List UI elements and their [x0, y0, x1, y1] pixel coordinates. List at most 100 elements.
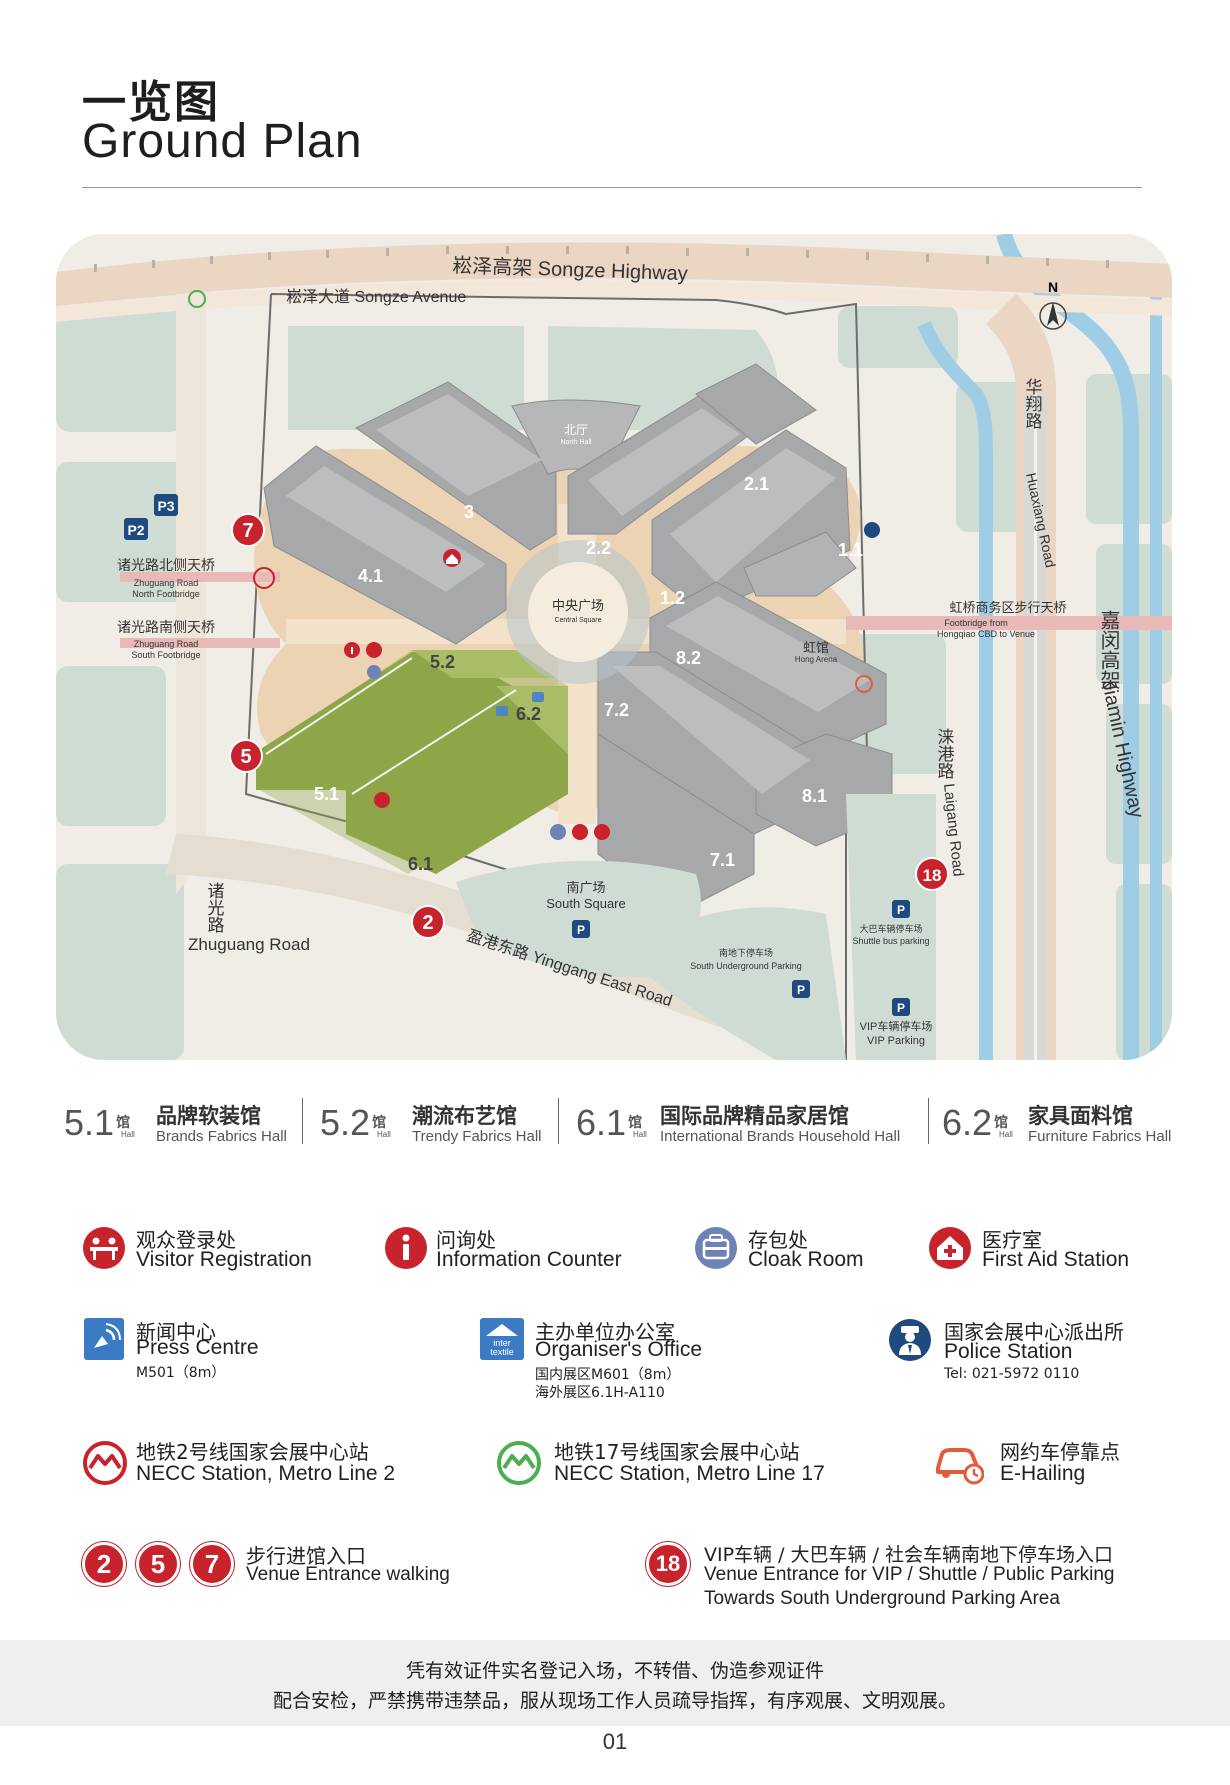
- svg-text:textile: textile: [490, 1347, 514, 1357]
- hall-2-1-top: [695, 363, 817, 445]
- ground-plan-map[interactable]: 崧泽高架 Songze Highway 崧泽大道 Songze Avenue H…: [56, 234, 1172, 1060]
- visitor-registration-icon: [83, 1227, 125, 1269]
- hall-legend: 5.1 馆 Hall 品牌软装馆 Brands Fabrics Hall 5.2…: [56, 1096, 1196, 1148]
- label-zhuguang-en: Zhuguang Road: [188, 935, 310, 954]
- cloak-room-icon: [695, 1227, 737, 1269]
- map-facility-icons: [188, 290, 880, 840]
- label-east-fb-cn: 虹桥商务区步行天桥: [949, 600, 1066, 615]
- hall-label-7-1: 7.1: [710, 850, 735, 870]
- label-laigang-cn: 涞港路: [935, 728, 955, 779]
- south-footbridge: [120, 638, 280, 648]
- svg-text:South Square: South Square: [546, 896, 626, 911]
- ehailing-icon: [855, 675, 873, 693]
- label-songze-avenue: 崧泽大道 Songze Avenue: [286, 288, 466, 306]
- hall-label-3: 3: [464, 502, 474, 522]
- hall-5-1: [256, 652, 512, 790]
- metro2-icon: [253, 567, 275, 589]
- parking-p2: P2: [127, 522, 144, 538]
- visitor-reg-icon: [366, 642, 382, 658]
- hall-label-8-2: 8.2: [676, 648, 701, 668]
- label-zhuguang-cn: 诸光路: [205, 882, 225, 933]
- svg-text:Shuttle bus parking: Shuttle bus parking: [852, 936, 929, 946]
- info-icon-2: [572, 824, 588, 840]
- visitor-reg-icon-2: [374, 792, 390, 808]
- visitor-notice: 凭有效证件实名登记入场，不转借、伪造参观证件 配合安检，严禁携带违禁品，服从现场…: [0, 1640, 1230, 1726]
- page-number: 01: [602, 1729, 628, 1754]
- label-hong-arena-cn: 虹馆: [803, 640, 829, 655]
- label-vip-parking-cn: VIP车辆停车场: [860, 1019, 933, 1033]
- svg-text:VIP Parking: VIP Parking: [867, 1035, 925, 1047]
- entrance-badge-18: 18: [646, 1542, 690, 1586]
- page-title-en: Ground Plan: [82, 115, 363, 168]
- label-bus-parking-cn: 大巴车辆停车场: [859, 923, 922, 934]
- press-icon: [496, 706, 508, 716]
- north-footbridge: [120, 572, 280, 582]
- label-south-fb-cn: 诸光路南侧天桥: [117, 619, 215, 635]
- page-title-cn: 一览图: [82, 77, 220, 128]
- organiser-icon: [532, 692, 544, 702]
- svg-text:North Hall: North Hall: [560, 439, 592, 446]
- police-icon: [864, 522, 880, 538]
- hall-5-2: [412, 650, 556, 678]
- organiser-office-icon: inter textile: [480, 1318, 524, 1360]
- highway-pylons: [94, 246, 1109, 272]
- metro-line-2-icon: [83, 1441, 127, 1485]
- parking-south: P: [577, 923, 585, 937]
- hall-labels: 3 4.1 2.2 2.1 1.1 1.2 5.2 8.2 6.2 7.2 5.…: [314, 474, 863, 874]
- e-hailing-icon: [936, 1448, 984, 1485]
- hall-label-5-1: 5.1: [314, 784, 339, 804]
- hall-label-2-1: 2.1: [744, 474, 769, 494]
- cloak-icon: [367, 665, 381, 679]
- label-huaxiang-cn: 华翔路: [1023, 378, 1043, 429]
- label-central-square-cn: 中央广场: [552, 598, 604, 613]
- entrance-2: 2: [422, 912, 433, 934]
- highlighted-halls: [256, 650, 568, 874]
- svg-text:Central Square: Central Square: [554, 617, 601, 624]
- parking-markers: P3 P2 P P P P: [124, 494, 910, 1016]
- metro17-icon: [188, 290, 206, 308]
- hall-label-8-1: 8.1: [802, 786, 827, 806]
- police-station-icon: [889, 1319, 931, 1361]
- svg-text:Footbridge from: Footbridge from: [944, 618, 1008, 628]
- hall-label-1-1: 1.1: [838, 540, 863, 560]
- hall-6-1: [346, 686, 568, 874]
- svg-text:South Underground Parking: South Underground Parking: [690, 961, 802, 971]
- cloak-icon-2: [550, 824, 566, 840]
- yinggang-road: [166, 834, 836, 1060]
- entrance-badge-7: 7: [190, 1542, 234, 1586]
- entrance-badge-5: 5: [136, 1542, 180, 1586]
- svg-text:Hongqiao CBD to Venue: Hongqiao CBD to Venue: [937, 629, 1035, 639]
- label-north-fb-cn: 诸光路北侧天桥: [117, 557, 215, 573]
- central-square: [506, 540, 650, 684]
- songze-highway-road: [56, 242, 1172, 306]
- hall-6-2: [496, 686, 568, 754]
- map-svg: 崧泽高架 Songze Highway 崧泽大道 Songze Avenue H…: [56, 234, 1172, 1060]
- svg-text:North Footbridge: North Footbridge: [132, 589, 200, 599]
- title-divider: [82, 187, 1142, 188]
- east-footbridge: [846, 616, 1172, 630]
- hall-label-2-2: 2.2: [586, 538, 611, 558]
- parking-bus: P: [897, 903, 905, 917]
- svg-text:N: N: [1048, 279, 1058, 295]
- entrance-markers: 7 5 2 18: [229, 513, 949, 939]
- label-north-hall-cn: 北厅: [564, 423, 588, 437]
- notice-line-2: 配合安检，严禁携带违禁品，服从现场工作人员疏导指挥，有序观展、文明观展。: [272, 1690, 957, 1712]
- notice-line-1: 凭有效证件实名登记入场，不转借、伪造参观证件: [405, 1660, 824, 1682]
- info-counter-icon: [385, 1227, 427, 1269]
- visitor-reg-icon-3: [594, 824, 610, 840]
- parking-vip: P: [897, 1001, 905, 1015]
- hall-label-1-2: 1.2: [660, 588, 685, 608]
- svg-text:Hong Arena: Hong Arena: [795, 655, 838, 664]
- parking-p3: P3: [157, 498, 174, 514]
- label-south-square-cn: 南广场: [566, 880, 605, 895]
- svg-text:Zhuguang Road: Zhuguang Road: [134, 639, 199, 649]
- press-centre-icon: [84, 1318, 124, 1360]
- entrance-badge-2: 2: [82, 1542, 126, 1586]
- label-south-underground-cn: 南地下停车场: [719, 947, 773, 958]
- label-jiamin-cn: 嘉闵高架: [1097, 610, 1120, 690]
- entrance-5: 5: [240, 746, 251, 768]
- entrance-18: 18: [923, 866, 942, 885]
- svg-text:Zhuguang Road: Zhuguang Road: [134, 578, 199, 588]
- metro-line-17-icon: [497, 1441, 541, 1485]
- hall-label-5-2: 5.2: [430, 652, 455, 672]
